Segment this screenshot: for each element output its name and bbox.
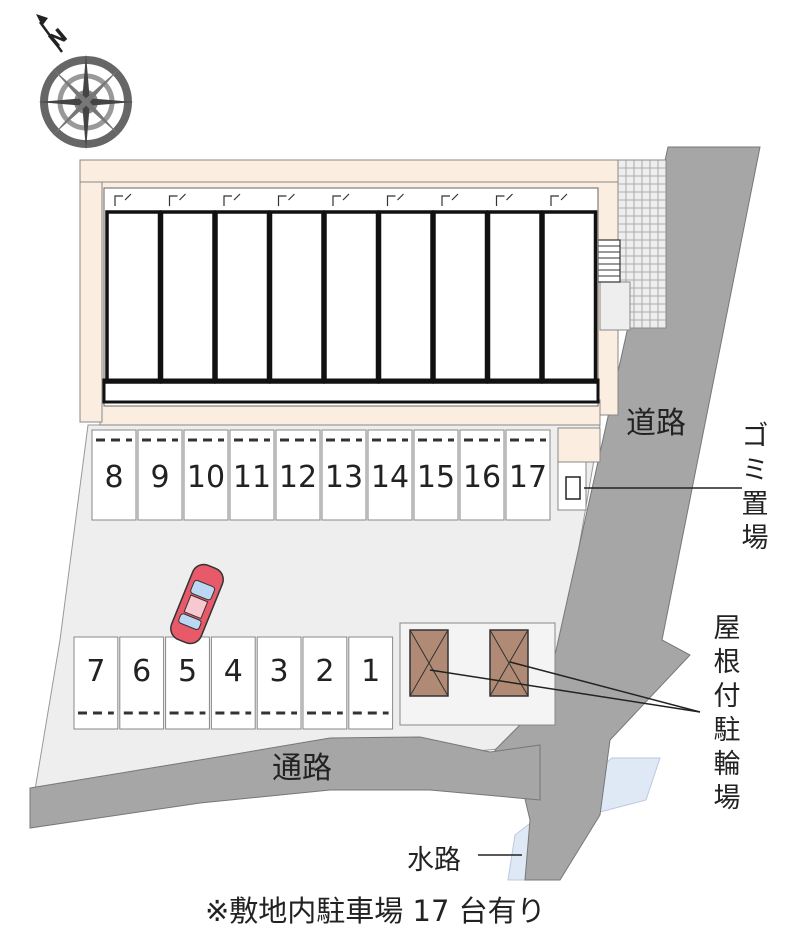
entrance-icon: [386, 193, 404, 206]
entrance-icon: [168, 193, 186, 206]
bicycle-parking-label: 屋根付駐輪場: [713, 613, 741, 814]
apartment-unit: [432, 210, 489, 384]
apartment-unit: [541, 210, 598, 384]
parking-space-number: 9: [150, 460, 169, 495]
parking-space: [183, 429, 229, 521]
main-road: [494, 146, 761, 881]
compass-north-letter: N: [44, 23, 72, 52]
parking-space-number: 11: [233, 460, 271, 495]
entrance-icon: [114, 193, 132, 206]
parking-space-number: 2: [315, 654, 334, 689]
parking-space: [91, 429, 137, 521]
staircase: [597, 239, 621, 283]
parking-space: [367, 429, 413, 521]
entrance-icon: [550, 193, 568, 206]
entrance-icon: [277, 193, 295, 206]
parking-space-number: 4: [224, 654, 243, 689]
compass-rose-icon: [36, 14, 134, 150]
garbage-area: [557, 427, 742, 511]
parking-space-number: 5: [178, 654, 197, 689]
parking-space: [137, 429, 183, 521]
parking-space-number: 15: [417, 460, 455, 495]
entrance-icon: [332, 193, 350, 206]
tiled-pavement: [599, 159, 667, 331]
apartment-unit: [323, 210, 380, 384]
parking-space-number: 8: [104, 460, 123, 495]
parking-space-number: 17: [509, 460, 547, 495]
parking-space-number: 12: [279, 460, 317, 495]
parking-space-number: 6: [132, 654, 151, 689]
parking-space: [321, 429, 367, 521]
sidewalk-top: [79, 159, 621, 183]
apartment-unit: [214, 210, 271, 384]
apartment-unit: [377, 210, 434, 384]
garbage-area-label: ゴミ置場: [741, 421, 769, 554]
parking-space: [505, 429, 551, 521]
apartment-unit: [105, 210, 162, 384]
water-channel-label: 水路: [407, 845, 461, 876]
parking-space: [413, 429, 459, 521]
main-road-label: 道路: [626, 406, 686, 441]
bicycle-parking: [399, 622, 701, 726]
parking-space: [229, 429, 275, 521]
parking-space-number: 16: [463, 460, 501, 495]
entrance-icon: [495, 193, 513, 206]
parking-note: ※敷地内駐車場 17 台有り: [205, 894, 546, 928]
parking-space-number: 3: [270, 654, 289, 689]
sidewalk-left: [79, 159, 103, 423]
apartment-unit: [486, 210, 543, 384]
car-icon: [170, 563, 224, 645]
entrance-icon: [441, 193, 459, 206]
parking-space-number: 10: [187, 460, 225, 495]
parking-space-number: 13: [325, 460, 363, 495]
parking-space-number: 14: [371, 460, 409, 495]
passage-road: [29, 736, 541, 829]
parking-space-number: 1: [361, 654, 380, 689]
apartment-building: [102, 187, 600, 407]
parking-space: [275, 429, 321, 521]
parking-space: [459, 429, 505, 521]
apartment-unit: [268, 210, 325, 384]
entrance-icon: [223, 193, 241, 206]
parking-space-number: 7: [86, 654, 105, 689]
passage-road-label: 通路: [272, 751, 332, 786]
apartment-unit: [159, 210, 216, 384]
